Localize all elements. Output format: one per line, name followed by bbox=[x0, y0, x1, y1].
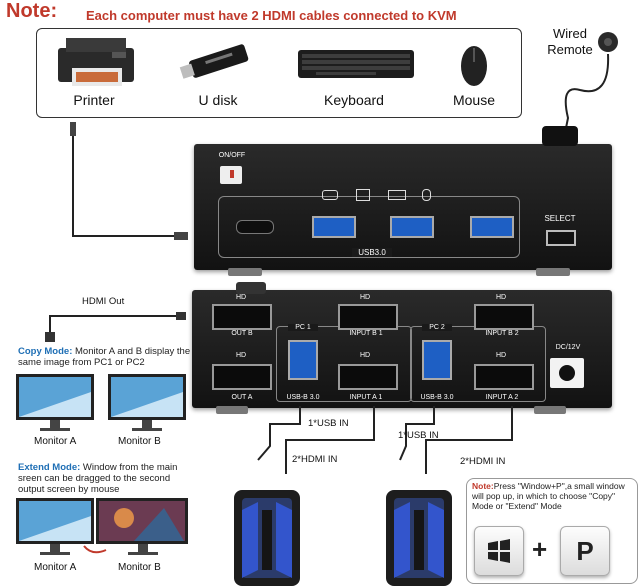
printer-port-icon bbox=[356, 189, 370, 201]
hd-label: HD bbox=[495, 294, 507, 301]
hdmi-out-cable bbox=[45, 312, 186, 342]
usb-b-label-1: USB-B 3.0 bbox=[286, 394, 320, 401]
printer-icon bbox=[58, 38, 134, 86]
pc1-tower-icon bbox=[234, 490, 300, 586]
pc-cables bbox=[257, 406, 513, 474]
usb-port-icon bbox=[322, 190, 338, 200]
extend-monitor-b-label: Monitor B bbox=[118, 562, 161, 573]
extend-mode-description: Extend Mode: Window from the main sreen … bbox=[18, 462, 178, 495]
hd-label: HD bbox=[359, 352, 371, 359]
extend-mode-monitors bbox=[16, 498, 188, 555]
foot bbox=[228, 268, 262, 276]
pc2-usb-in-label: 1*USB IN bbox=[398, 430, 439, 441]
remote-connector bbox=[236, 282, 266, 294]
pc2-tower-icon bbox=[386, 490, 452, 586]
hdmi-out-label: HDMI Out bbox=[82, 296, 125, 307]
out-b-label: OUT B bbox=[231, 330, 253, 337]
dc-label: DC/12V bbox=[555, 344, 581, 351]
copy-mode-description: Copy Mode: Monitor A and B display the s… bbox=[18, 346, 191, 368]
usb-drive-icon bbox=[179, 44, 249, 79]
usb-cable bbox=[70, 122, 188, 240]
usb3-label: USB3.0 bbox=[352, 248, 392, 257]
mouse-icon bbox=[461, 46, 487, 86]
input-b1-label: INPUT B 1 bbox=[349, 330, 383, 337]
keyboard-icon bbox=[298, 50, 414, 78]
usb-b-port-2[interactable] bbox=[422, 340, 452, 380]
foot bbox=[216, 406, 248, 414]
usb-c-port[interactable] bbox=[236, 220, 274, 234]
hd-label: HD bbox=[235, 352, 247, 359]
dc-jack-hole bbox=[559, 365, 575, 381]
input-a2-label: INPUT A 2 bbox=[485, 394, 519, 401]
note-text: Each computer must have 2 HDMI cables co… bbox=[86, 8, 457, 23]
hd-label: HD bbox=[359, 294, 371, 301]
foot bbox=[534, 406, 566, 414]
windows-key bbox=[474, 526, 524, 576]
usb-b-label-2: USB-B 3.0 bbox=[420, 394, 454, 401]
tip-text: Note:Press "Window+P",a small window wil… bbox=[472, 481, 625, 511]
plus-sign: + bbox=[532, 534, 548, 564]
hdmi-input-a1-port[interactable] bbox=[338, 364, 398, 390]
power-label: ON/OFF bbox=[218, 152, 246, 159]
kvm-front-panel bbox=[194, 144, 612, 270]
hdmi-input-b1-port[interactable] bbox=[338, 304, 398, 330]
usb3-port-2[interactable] bbox=[390, 216, 434, 238]
pc1-hdmi-in-label: 2*HDMI IN bbox=[292, 454, 338, 465]
copy-monitor-a-label: Monitor A bbox=[34, 436, 77, 447]
pc1-usb-in-label: 1*USB IN bbox=[308, 418, 349, 429]
remote-port bbox=[542, 126, 578, 146]
select-button[interactable] bbox=[546, 230, 576, 246]
pc1-label: PC 1 bbox=[288, 324, 318, 331]
wired-remote-label: Wired Remote bbox=[547, 26, 593, 57]
out-a-label: OUT A bbox=[231, 394, 253, 401]
note-title: Note: bbox=[6, 0, 58, 22]
hd-label: HD bbox=[235, 294, 247, 301]
keyboard-port-icon bbox=[388, 190, 406, 200]
windows-logo-icon bbox=[488, 539, 510, 563]
copy-mode-monitors bbox=[16, 374, 186, 431]
hdmi-out-a-port[interactable] bbox=[212, 364, 272, 390]
extend-monitor-a-label: Monitor A bbox=[34, 562, 77, 573]
input-a1-label: INPUT A 1 bbox=[349, 394, 383, 401]
power-switch-mark bbox=[230, 170, 234, 178]
input-b2-label: INPUT B 2 bbox=[485, 330, 519, 337]
peripheral-label-udisk: U disk bbox=[198, 92, 238, 108]
p-key: P bbox=[560, 526, 610, 576]
hd-label: HD bbox=[495, 352, 507, 359]
select-label: SELECT bbox=[544, 214, 576, 223]
wired-remote-icon bbox=[563, 32, 618, 139]
pc2-hdmi-in-label: 2*HDMI IN bbox=[460, 456, 506, 467]
hdmi-out-b-port[interactable] bbox=[212, 304, 272, 330]
hdmi-input-b2-port[interactable] bbox=[474, 304, 534, 330]
usb-b-port-1[interactable] bbox=[288, 340, 318, 380]
copy-monitor-b-label: Monitor B bbox=[118, 436, 161, 447]
usb3-port-1[interactable] bbox=[312, 216, 356, 238]
foot bbox=[536, 268, 570, 276]
hdmi-input-a2-port[interactable] bbox=[474, 364, 534, 390]
peripheral-label-keyboard: Keyboard bbox=[324, 92, 384, 108]
usb3-port-3[interactable] bbox=[470, 216, 514, 238]
mouse-port-icon bbox=[422, 189, 431, 201]
peripheral-label-printer: Printer bbox=[73, 92, 115, 108]
pc2-label: PC 2 bbox=[422, 324, 452, 331]
peripheral-label-mouse: Mouse bbox=[452, 92, 496, 108]
